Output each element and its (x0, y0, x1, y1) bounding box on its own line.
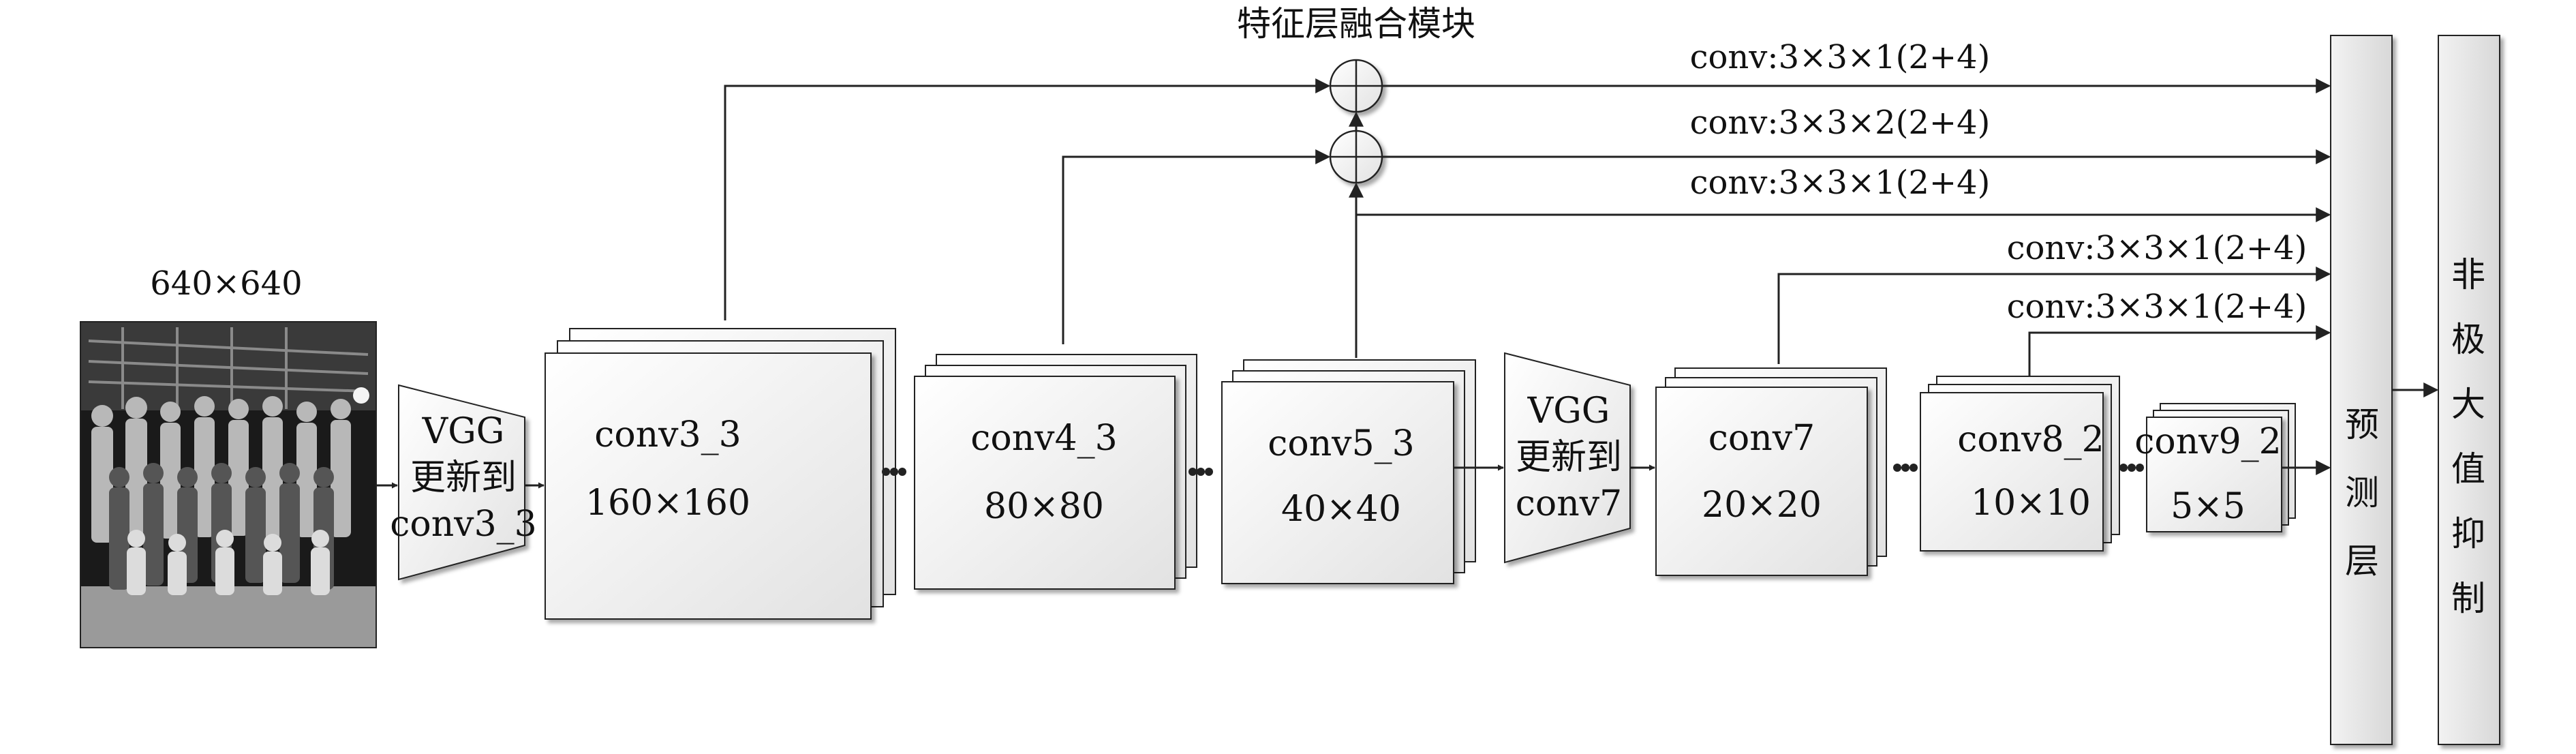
ellipsis-dot-d-2 (2128, 464, 2136, 472)
block-conv4-3-layer-3 (914, 376, 1176, 590)
arrow-conv8-2-to-prediction (2028, 325, 2331, 376)
block-conv4-3-name: conv4_3 (970, 418, 1117, 459)
input-photo (80, 321, 377, 648)
block-conv8-2-layer-3 (1920, 392, 2104, 552)
ellipsis-dot-a-2 (890, 468, 898, 476)
ellipsis-dot-b-3 (1205, 468, 1213, 476)
fusion-module-title: 特征层融合模块 (1237, 4, 1475, 44)
ellipsis-dot-c-2 (1901, 464, 1910, 472)
ellipsis-dot-b-1 (1189, 468, 1197, 476)
arrow-label-1: conv:3×3×1(2+4) (1690, 38, 1991, 76)
block-conv5-3-size: 40×40 (1281, 489, 1401, 530)
arrow-conv4-3-to-fusion-bottom (1062, 149, 1331, 344)
block-conv3-3-layer-3 (545, 352, 872, 620)
block-conv7-size: 20×20 (1702, 485, 1822, 526)
input-size-label: 640×640 (150, 265, 302, 303)
vgg2-line-3: conv7 (1516, 483, 1622, 524)
ellipsis-dot-d-1 (2119, 464, 2128, 472)
ellipsis-dot-c-3 (1910, 464, 1918, 472)
vgg1-line-2: 更新到 (410, 457, 517, 498)
ellipsis-dot-a-3 (898, 468, 906, 476)
prediction-layer-bar (2330, 35, 2393, 745)
ellipsis-dot-a-1 (882, 468, 890, 476)
diagram-shapes (376, 35, 2500, 745)
vgg-update-conv3-3-trapezoid (398, 384, 525, 581)
nms-char-3: 大 (2451, 384, 2485, 424)
arrow-conv7-to-prediction (1777, 267, 2331, 364)
block-conv3-3-name: conv3_3 (594, 414, 741, 455)
block-conv3-3-size: 160×160 (585, 483, 750, 524)
nms-char-4: 值 (2451, 449, 2485, 489)
ellipsis-dot-b-2 (1197, 468, 1205, 476)
block-conv7-layer-3 (1655, 387, 1868, 576)
vgg1-line-1: VGG (422, 411, 505, 452)
block-conv5-3-name: conv5_3 (1268, 423, 1414, 464)
block-conv5-3-layer-3 (1221, 381, 1454, 584)
nms-bar (2438, 35, 2500, 745)
arrow-label-5: conv:3×3×1(2+4) (2007, 288, 2307, 326)
block-conv7-name: conv7 (1708, 418, 1815, 459)
vgg2-line-1: VGG (1527, 391, 1610, 432)
nms-char-1: 非 (2451, 255, 2485, 295)
ellipsis-dot-d-3 (2136, 464, 2144, 472)
block-conv9-2-size: 5×5 (2171, 486, 2245, 527)
block-conv9-2-layer-3 (2146, 417, 2282, 532)
nms-char-6: 制 (2451, 579, 2485, 618)
block-conv8-2-size: 10×10 (1971, 483, 2091, 524)
predict-char-2: 测 (2345, 473, 2379, 513)
arrow-label-4: conv:3×3×1(2+4) (2007, 229, 2307, 267)
vgg-update-conv7-trapezoid (1504, 352, 1631, 564)
vgg1-line-3: conv3_3 (390, 504, 536, 545)
nms-char-2: 极 (2451, 320, 2485, 359)
nms-char-5: 抑 (2451, 514, 2485, 554)
ellipsis-dot-c-1 (1893, 464, 1901, 472)
block-conv4-3-size: 80×80 (984, 486, 1104, 527)
arrow-label-3: conv:3×3×1(2+4) (1690, 164, 1991, 202)
predict-char-3: 层 (2345, 541, 2379, 581)
arrow-conv3-3-to-fusion-top (724, 78, 1331, 320)
block-conv9-2-name: conv9_2 (2134, 421, 2281, 462)
block-conv8-2-name: conv8_2 (1957, 419, 2104, 460)
arrow-label-2: conv:3×3×2(2+4) (1690, 104, 1991, 142)
predict-char-1: 预 (2345, 405, 2379, 444)
vgg2-line-2: 更新到 (1516, 437, 1622, 478)
